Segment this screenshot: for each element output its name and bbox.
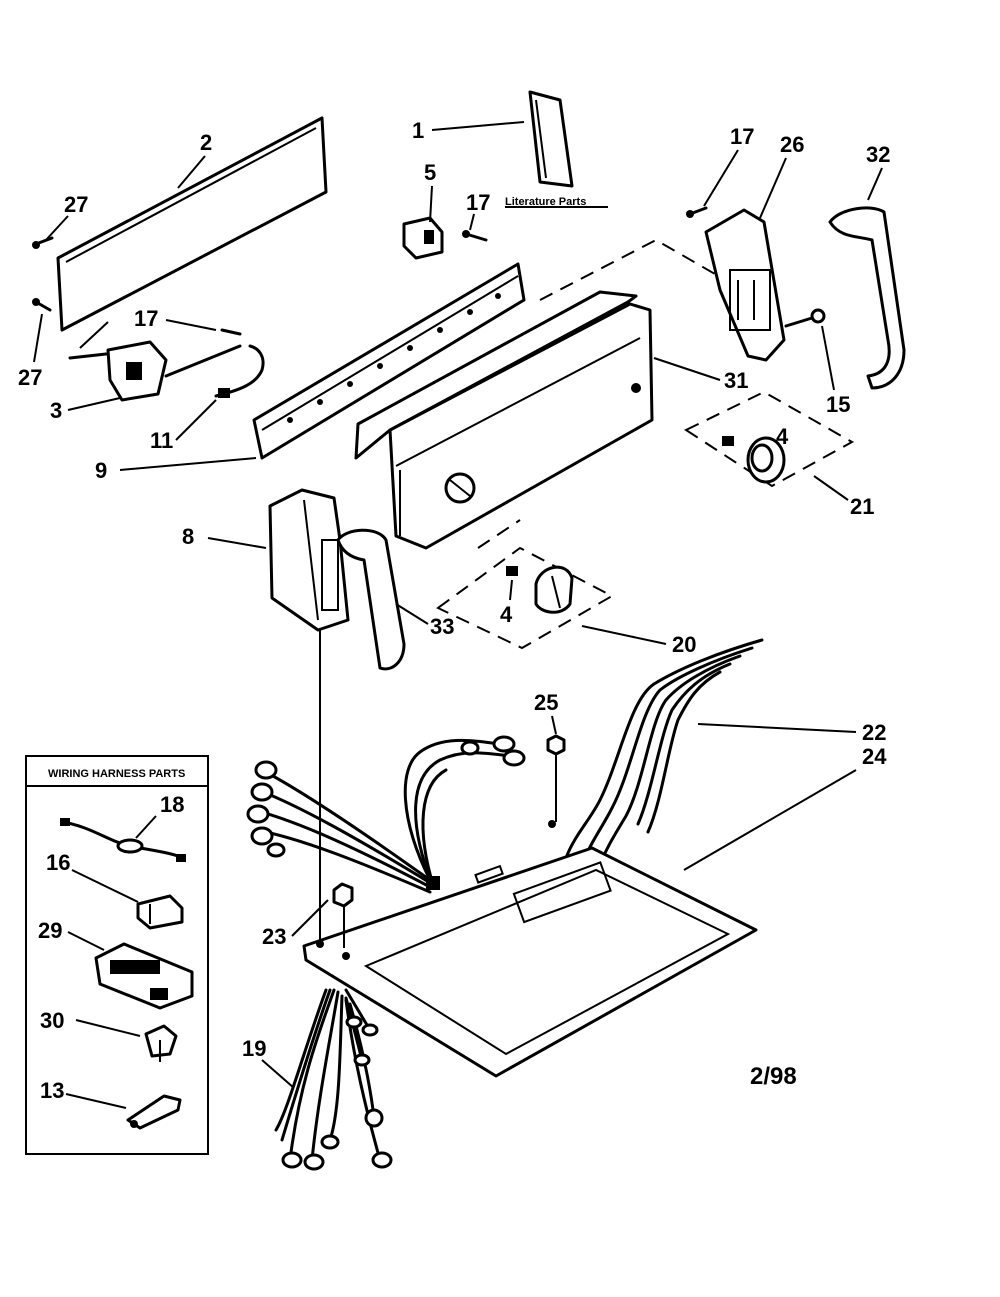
- callout-13: 13: [40, 1078, 64, 1103]
- callout-29: 29: [38, 918, 62, 943]
- callout-17-left: 17: [134, 306, 158, 331]
- date-code: 2/98: [750, 1063, 797, 1090]
- screw-17-left: [220, 328, 242, 336]
- wiring-harness-parts-box: [25, 755, 209, 1155]
- left-end-cap: [268, 488, 350, 632]
- callout-21: 21: [850, 494, 874, 519]
- callout-9: 9: [95, 458, 107, 483]
- callout-4-right: 4: [776, 424, 789, 449]
- push-to-start-switch-5: [402, 216, 444, 260]
- callout-30: 30: [40, 1008, 64, 1033]
- callout-18: 18: [160, 792, 184, 817]
- literature-parts-booklet: [528, 90, 574, 188]
- knob-20: [534, 565, 574, 614]
- wire-connector-11: [214, 344, 265, 398]
- knob-21: [746, 436, 786, 484]
- wiring-harness-19: [274, 988, 393, 1171]
- callout-23: 23: [262, 924, 286, 949]
- callout-8: 8: [182, 524, 194, 549]
- callout-22: 22: [862, 720, 886, 745]
- screw-15: [784, 308, 826, 328]
- callout-20: 20: [672, 632, 696, 657]
- screw-17-center: [462, 230, 488, 242]
- nut-25: [546, 734, 566, 822]
- callout-4-center: 4: [500, 602, 513, 627]
- callout-5: 5: [424, 160, 436, 185]
- knob-clip-4-center: [506, 566, 518, 576]
- screw-17-right: [686, 206, 708, 218]
- callout-17-center: 17: [466, 190, 490, 215]
- clip-30: [144, 1024, 178, 1062]
- left-end-cap-cover: [336, 528, 406, 671]
- callout-15: 15: [826, 392, 850, 417]
- callout-16: 16: [46, 850, 70, 875]
- callout-2: 2: [200, 130, 212, 155]
- terminal-13: [126, 1094, 182, 1130]
- harness-box-title: WIRING HARNESS PARTS: [48, 768, 185, 780]
- screw-27-lower: [32, 298, 52, 312]
- nut-23: [332, 882, 354, 948]
- callout-27-upper: 27: [64, 192, 88, 217]
- right-end-cap: [704, 208, 786, 362]
- right-end-cap-cover: [828, 206, 906, 390]
- console-control-panel: [252, 262, 526, 460]
- screw-27-upper: [32, 236, 54, 249]
- callout-32: 32: [866, 142, 890, 167]
- console-back-panel: [56, 116, 328, 332]
- callout-31: 31: [724, 368, 748, 393]
- connector-16: [136, 894, 184, 930]
- wiring-harness-22: [564, 638, 764, 872]
- callout-11: 11: [150, 428, 173, 453]
- callout-33: 33: [430, 614, 454, 639]
- callout-25: 25: [534, 690, 558, 715]
- jumper-wire-18: [60, 818, 186, 862]
- terminal-block-29: [94, 942, 194, 1010]
- callout-1: 1: [412, 118, 424, 143]
- callout-17-right: 17: [730, 124, 754, 149]
- top-panel: [302, 820, 758, 1078]
- callout-3: 3: [50, 398, 62, 423]
- timer-switch: [68, 340, 242, 402]
- callout-26: 26: [780, 132, 804, 157]
- callout-24: 24: [862, 744, 887, 769]
- console-housing: [354, 290, 654, 550]
- literature-parts-label: Literature Parts: [505, 196, 586, 208]
- wiring-bundle-upper: [246, 735, 526, 894]
- callout-27-lower: 27: [18, 365, 42, 390]
- knob-clip-4-right: [722, 436, 734, 446]
- callout-19: 19: [242, 1036, 266, 1061]
